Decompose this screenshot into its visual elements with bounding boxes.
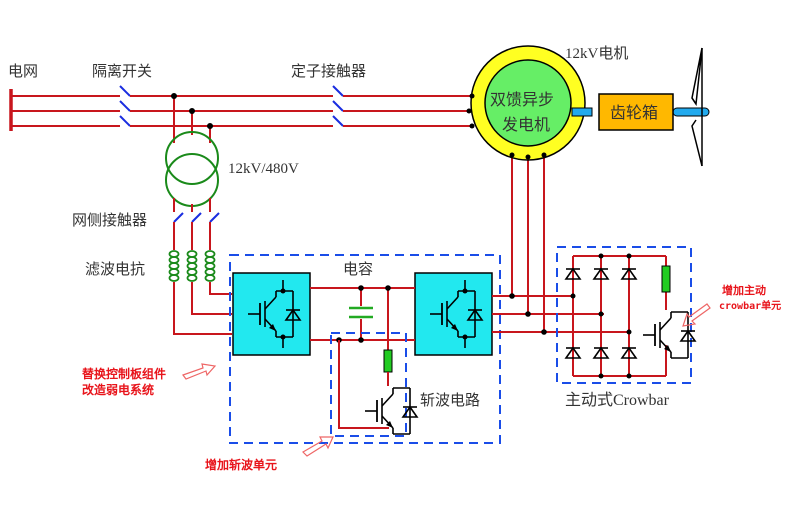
grid-side-contactor xyxy=(173,212,220,223)
label-isolating-switch: 隔离开关 xyxy=(92,62,152,80)
dc-link-junctions xyxy=(336,285,391,343)
inductor-a xyxy=(168,250,180,282)
reactor-to-converter-lines xyxy=(173,282,232,335)
label-chopper-circuit: 斩波电路 xyxy=(420,391,480,409)
inductor-b xyxy=(186,250,198,282)
annotation-replace-control-line1: 替换控制板组件 xyxy=(82,366,166,381)
chopper-circuit xyxy=(338,340,418,435)
rotor-side-converter xyxy=(414,272,493,356)
main-lines-mid xyxy=(130,95,333,127)
dc-capacitor xyxy=(349,306,373,319)
grid-three-phase-lines xyxy=(11,95,120,127)
inductor-c xyxy=(204,250,216,282)
label-grid: 电网 xyxy=(8,62,38,80)
label-generator-line2: 发电机 xyxy=(502,115,550,134)
transformer-secondary-lines xyxy=(173,198,211,212)
isolating-switch xyxy=(119,85,131,127)
chopper-dashed-box xyxy=(330,332,407,437)
arrow-add-chopper xyxy=(302,436,334,457)
rotor-lines xyxy=(511,155,545,332)
stator-lines xyxy=(343,95,472,127)
crowbar-diodes-top xyxy=(564,267,638,280)
chopper-resistor xyxy=(383,349,393,373)
gearbox xyxy=(598,93,674,131)
label-capacitor: 电容 xyxy=(343,260,373,278)
arrow-replace-control xyxy=(182,363,217,380)
label-filter-reactor: 滤波电抗 xyxy=(85,260,145,278)
contactor-to-reactor-lines xyxy=(173,222,211,250)
annotation-add-chopper: 增加斩波单元 xyxy=(205,457,277,472)
grid-side-converter xyxy=(232,272,311,356)
crowbar-resistor xyxy=(661,265,671,293)
label-active-crowbar: 主动式Crowbar xyxy=(565,391,670,409)
label-grid-side-contactor: 网侧接触器 xyxy=(72,211,147,229)
label-generator-line1: 双馈异步 xyxy=(490,90,554,109)
label-motor-rating: 12kV电机 xyxy=(565,45,628,62)
annotation-replace-control-line2: 改造弱电系统 xyxy=(82,382,154,397)
filter-reactors xyxy=(168,250,216,282)
label-transformer-rating: 12kV/480V xyxy=(228,161,299,177)
crowbar-circuit xyxy=(564,253,696,379)
label-gearbox: 齿轮箱 xyxy=(610,103,658,122)
dfig-generator xyxy=(466,45,586,161)
label-stator-contactor: 定子接触器 xyxy=(291,62,366,80)
arrow-add-crowbar xyxy=(682,303,711,327)
crowbar-diodes-bottom xyxy=(564,346,638,359)
annotation-add-crowbar-line1: 增加主动 xyxy=(722,283,766,297)
annotation-arrows xyxy=(182,303,711,457)
stator-contactor xyxy=(332,85,344,127)
annotation-add-crowbar-line2: crowbar单元 xyxy=(719,299,781,312)
transformer xyxy=(165,131,219,207)
turbine-blades-icon xyxy=(691,47,703,167)
rotor-converter-outputs xyxy=(492,295,629,333)
converter-dashed-box xyxy=(229,254,501,444)
rotor-junctions xyxy=(509,293,547,335)
